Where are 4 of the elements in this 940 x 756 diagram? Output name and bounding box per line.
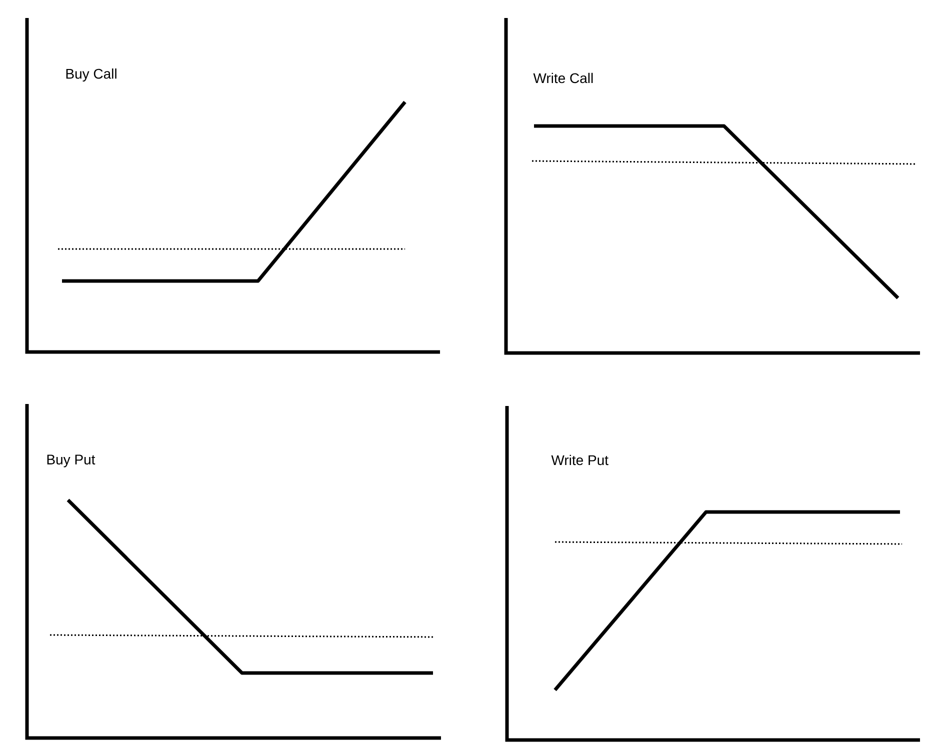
chart-title: Write Put bbox=[551, 454, 608, 466]
chart-title: Write Call bbox=[533, 72, 593, 84]
chart-title: Buy Call bbox=[66, 68, 116, 82]
chart-title: Buy Put bbox=[47, 454, 96, 468]
